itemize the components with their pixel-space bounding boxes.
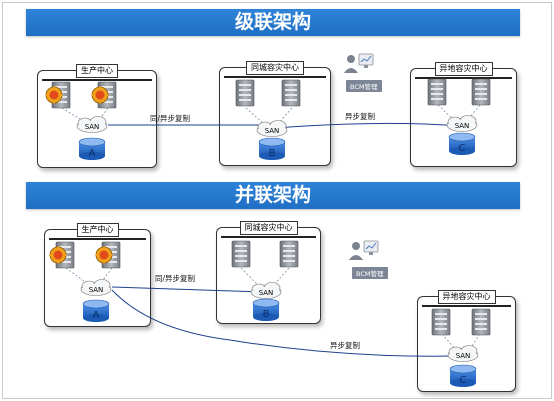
site-bar	[221, 236, 316, 238]
server-icon	[431, 308, 451, 336]
server-icon	[471, 78, 491, 106]
cascade-production-title: 生产中心	[76, 64, 118, 78]
cascade-link-local-to-remote	[274, 122, 461, 129]
parallel-link-production-to-local	[111, 286, 263, 293]
cascade-local-dr-title: 同城容灾中心	[246, 61, 304, 75]
cascade-server-connectors	[61, 104, 481, 127]
site-bar	[42, 79, 152, 81]
parallel-production-title: 生产中心	[76, 223, 119, 237]
site-bar	[415, 77, 512, 79]
server-icon	[471, 308, 491, 336]
server-icon	[235, 79, 255, 107]
server-icon	[231, 240, 251, 268]
cascade-async-label: 异步复制	[345, 112, 375, 121]
parallel-local-dr-title: 同城容灾中心	[239, 221, 298, 235]
disk-label-c: C	[459, 143, 466, 154]
parallel-bcm-label: BCM管理	[352, 267, 388, 279]
disk-label-a: A	[93, 310, 100, 321]
site-bar	[422, 305, 511, 307]
server-icon	[427, 78, 447, 106]
disk-label-a: A	[89, 148, 96, 159]
san-label: SAN	[85, 123, 100, 131]
site-bar	[49, 238, 146, 240]
disk-label-b: B	[269, 148, 276, 159]
san-label: SAN	[259, 289, 274, 297]
bcm-admin-icon	[348, 240, 379, 261]
san-label: SAN	[89, 286, 104, 294]
parallel-link-production-to-remote	[111, 289, 456, 357]
parallel-sync-async-label: 同/异步复制	[155, 274, 196, 283]
san-label: SAN	[456, 352, 471, 360]
parallel-remote-dr-title: 异地容灾中心	[437, 290, 496, 304]
disk-label-c: C	[460, 375, 467, 386]
parallel-banner: 并联架构	[26, 182, 520, 209]
cascade-remote-dr-title: 异地容灾中心	[434, 62, 493, 76]
parallel-async-label: 异步复制	[330, 341, 360, 350]
disk-label-b: B	[263, 309, 270, 320]
san-label: SAN	[265, 127, 280, 135]
parallel-title: 并联架构	[234, 184, 311, 206]
cascade-sync-async-label: 同/异步复制	[150, 114, 191, 123]
server-icon	[281, 79, 301, 107]
server-icon	[279, 240, 299, 268]
cascade-production-site: 生产中心	[37, 64, 157, 168]
cascade-banner: 级联架构	[26, 9, 520, 36]
cascade-bcm-label: BCM管理	[346, 80, 382, 92]
cascade-title: 级联架构	[234, 11, 311, 33]
bcm-admin-icon	[343, 53, 374, 74]
san-label: SAN	[455, 122, 470, 130]
site-bar	[224, 76, 326, 78]
